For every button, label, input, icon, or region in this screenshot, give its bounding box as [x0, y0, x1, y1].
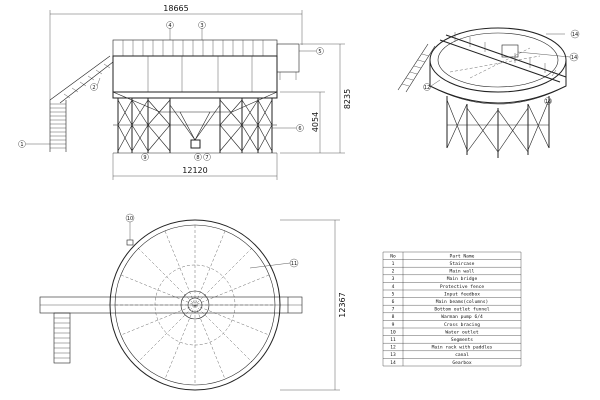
table-cell-no: 14	[390, 360, 396, 366]
protective-fence	[122, 40, 264, 56]
table-cell-name: canal	[455, 352, 469, 358]
water-outlet	[126, 239, 134, 246]
cross-bracing	[117, 99, 273, 152]
support-columns	[112, 91, 278, 154]
svg-text:1: 1	[20, 142, 23, 148]
main-wall	[112, 55, 278, 93]
table-cell-name: Segments	[451, 337, 473, 343]
table-cell-no: 5	[392, 291, 395, 297]
front-elevation: 18665	[18, 4, 352, 180]
dim-overall-width: 18665	[163, 4, 188, 13]
parts-table: No Part Name 1 Staircase 2 Main wall 3 Main bri…	[382, 251, 522, 367]
isometric-view: 12 13 14 14	[397, 27, 580, 158]
table-cell-name: Main bridge	[447, 276, 478, 282]
table-header-name: Part Name	[450, 253, 475, 259]
svg-text:2: 2	[92, 85, 95, 91]
table-cell-name: Main rack with paddles	[432, 345, 493, 351]
table-cell-name: Main beams(columns)	[436, 299, 489, 305]
table-cell-no: 1	[392, 261, 395, 267]
staircase-iso	[397, 43, 436, 93]
table-cell-name: Water outlet	[445, 329, 478, 335]
bottom-outlet-funnel	[179, 111, 211, 141]
dim-base-width: 12120	[182, 166, 207, 175]
table-cell-no: 10	[390, 329, 396, 335]
callouts-iso: 12 13 14 14	[423, 29, 580, 105]
svg-text:9: 9	[143, 155, 146, 161]
table-cell-name: Bottom outlet funnel	[434, 307, 490, 313]
table-cell-no: 13	[390, 352, 396, 358]
table-cell-no: 12	[390, 345, 396, 351]
plan-view: 12367 10 11	[39, 213, 347, 391]
table-cell-no: 4	[392, 284, 395, 290]
svg-text:10: 10	[127, 216, 133, 222]
table-cell-name: Main wall	[450, 269, 475, 275]
input-feedbox	[276, 43, 300, 73]
svg-text:13: 13	[545, 99, 551, 105]
table-cell-no: 9	[392, 322, 395, 328]
svg-text:7: 7	[205, 155, 208, 161]
table-cell-no: 11	[390, 337, 396, 343]
table-cell-name: Gearbox	[452, 360, 472, 366]
svg-text:4: 4	[168, 23, 171, 29]
table-cell-no: 7	[392, 307, 395, 313]
table-cell-name: Warman pump 6/4	[441, 314, 483, 320]
table-cell-name: Input feedbox	[444, 291, 480, 297]
table-cell-name: Staircase	[450, 261, 475, 267]
staircase-plan	[53, 312, 71, 364]
svg-text:5: 5	[318, 49, 321, 55]
svg-text:14: 14	[572, 32, 578, 38]
table-cell-no: 3	[392, 276, 395, 282]
svg-text:3: 3	[200, 23, 203, 29]
table-cell-name: Cross bracing	[444, 322, 480, 328]
dim-overall-height: 8235	[343, 89, 352, 109]
svg-text:11: 11	[291, 261, 297, 267]
callouts-front: 1 2 3 4 5 6 7 8 9	[18, 21, 324, 161]
dim-support-height: 4054	[311, 112, 320, 132]
table-cell-no: 2	[392, 269, 395, 275]
table-cell-no: 6	[392, 299, 395, 305]
warman-pump	[190, 139, 201, 149]
staircase	[49, 55, 114, 152]
dim-diameter: 12367	[338, 292, 347, 317]
table-cell-name: Protective fence	[440, 284, 484, 290]
svg-text:12: 12	[424, 85, 430, 91]
gearbox	[501, 44, 519, 58]
svg-text:14: 14	[571, 55, 577, 61]
callouts-plan: 10 11	[125, 213, 299, 269]
table-header-no: No	[390, 253, 396, 259]
table-cell-no: 8	[392, 314, 395, 320]
svg-text:6: 6	[298, 126, 301, 132]
svg-text:8: 8	[196, 155, 199, 161]
